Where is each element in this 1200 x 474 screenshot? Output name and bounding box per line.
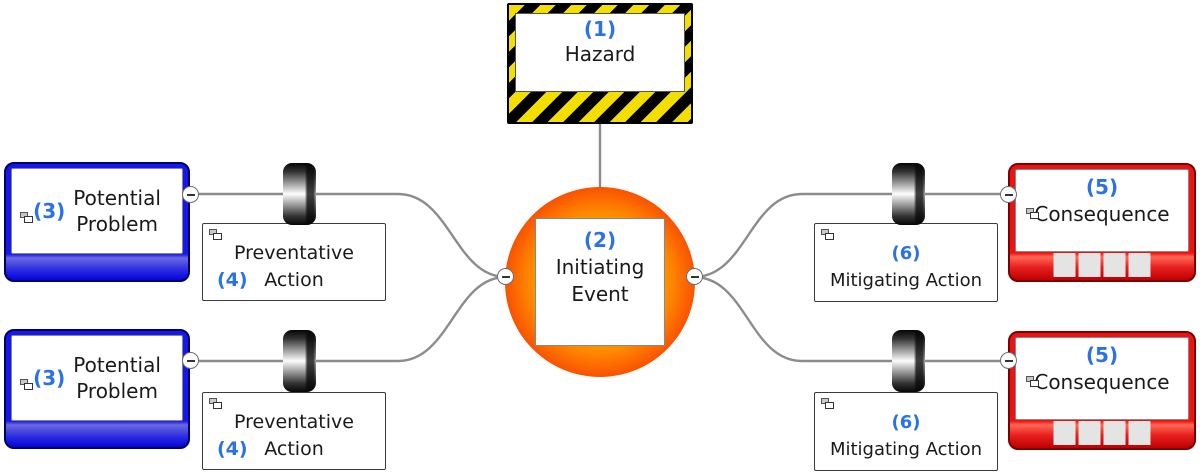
consequence-number: (5) bbox=[1085, 175, 1119, 199]
copy-icon bbox=[821, 229, 835, 241]
risk-indicator-cell bbox=[1053, 253, 1076, 277]
potential-problem-label-panel: (3) Potential Problem bbox=[11, 168, 183, 254]
risk-indicator-cell bbox=[1078, 253, 1101, 277]
consequence-label-panel: (5) Consequence bbox=[1015, 337, 1189, 420]
hazard-label-panel: (1) Hazard bbox=[515, 13, 685, 92]
initiating-event-label-line1: Initiating bbox=[555, 255, 645, 279]
consequence-node[interactable]: (5) Consequence bbox=[1008, 331, 1196, 450]
risk-indicator-squares bbox=[1053, 421, 1151, 445]
collapse-minus-icon[interactable] bbox=[1000, 352, 1017, 369]
copy-icon bbox=[1026, 376, 1040, 388]
risk-indicator-cell bbox=[1053, 421, 1076, 445]
preventative-action-node[interactable]: Preventative (4) Action bbox=[202, 223, 386, 301]
consequence-label: Consequence bbox=[1034, 370, 1170, 394]
preventative-action-label-line1: Preventative bbox=[234, 242, 354, 264]
barrier-icon[interactable] bbox=[283, 163, 316, 225]
potential-problem-number: (3) bbox=[33, 366, 66, 390]
collapse-minus-icon[interactable] bbox=[182, 186, 199, 203]
hazard-number: (1) bbox=[583, 17, 617, 41]
barrier-icon[interactable] bbox=[892, 163, 925, 225]
preventative-action-number: (4) bbox=[217, 269, 248, 291]
mitigating-action-node[interactable]: (6) Mitigating Action bbox=[814, 392, 998, 471]
copy-icon bbox=[20, 379, 34, 391]
barrier-icon[interactable] bbox=[283, 330, 316, 392]
consequence-label: Consequence bbox=[1034, 202, 1170, 226]
hazard-node[interactable]: (1) Hazard bbox=[507, 3, 693, 124]
consequence-label-panel: (5) Consequence bbox=[1015, 169, 1189, 252]
preventative-action-number: (4) bbox=[217, 438, 248, 460]
mitigating-action-node[interactable]: (6) Mitigating Action bbox=[814, 223, 998, 302]
risk-indicator-cell bbox=[1078, 421, 1101, 445]
risk-indicator-cell bbox=[1103, 253, 1126, 277]
potential-problem-label-line1: Potential bbox=[73, 186, 161, 210]
risk-indicator-cell bbox=[1128, 421, 1151, 445]
initiating-event-label-line2: Event bbox=[571, 282, 629, 306]
collapse-minus-icon[interactable] bbox=[497, 268, 514, 285]
preventative-action-label-line2: Action bbox=[264, 438, 324, 460]
preventative-action-label-line1: Preventative bbox=[234, 411, 354, 433]
potential-problem-node[interactable]: (3) Potential Problem bbox=[4, 162, 190, 282]
preventative-action-node[interactable]: Preventative (4) Action bbox=[202, 392, 386, 470]
collapse-minus-icon[interactable] bbox=[1000, 186, 1017, 203]
preventative-action-label-line2: Action bbox=[264, 269, 324, 291]
copy-icon bbox=[20, 212, 34, 224]
mitigating-action-number: (6) bbox=[891, 242, 921, 264]
copy-icon bbox=[821, 398, 835, 410]
mitigating-action-label: Mitigating Action bbox=[829, 438, 983, 460]
hazard-label: Hazard bbox=[564, 42, 636, 66]
initiating-event-node[interactable]: (2) Initiating Event bbox=[505, 187, 695, 377]
potential-problem-node[interactable]: (3) Potential Problem bbox=[4, 329, 190, 449]
connector-line-problem-bottom bbox=[190, 275, 507, 363]
connector-line-consequence-bottom bbox=[693, 275, 1008, 363]
potential-problem-label-line2: Problem bbox=[76, 379, 158, 403]
potential-problem-label-line1: Potential bbox=[73, 353, 161, 377]
collapse-minus-icon[interactable] bbox=[182, 352, 199, 369]
collapse-minus-icon[interactable] bbox=[686, 268, 703, 285]
risk-indicator-squares bbox=[1053, 253, 1151, 277]
initiating-event-label-panel: (2) Initiating Event bbox=[535, 218, 665, 346]
mitigating-action-number: (6) bbox=[891, 411, 921, 433]
copy-icon bbox=[1026, 208, 1040, 220]
potential-problem-number: (3) bbox=[33, 199, 66, 223]
connector-line-problem-top bbox=[190, 192, 507, 279]
mitigating-action-label: Mitigating Action bbox=[829, 269, 983, 291]
barrier-icon[interactable] bbox=[892, 330, 925, 392]
copy-icon bbox=[209, 229, 223, 241]
consequence-node[interactable]: (5) Consequence bbox=[1008, 163, 1196, 282]
consequence-number: (5) bbox=[1085, 343, 1119, 367]
copy-icon bbox=[209, 398, 223, 410]
initiating-event-number: (2) bbox=[583, 228, 617, 252]
risk-indicator-cell bbox=[1103, 421, 1126, 445]
potential-problem-label-panel: (3) Potential Problem bbox=[11, 335, 183, 421]
risk-indicator-cell bbox=[1128, 253, 1151, 277]
connector-line-consequence-top bbox=[693, 192, 1008, 279]
potential-problem-label-line2: Problem bbox=[76, 212, 158, 236]
